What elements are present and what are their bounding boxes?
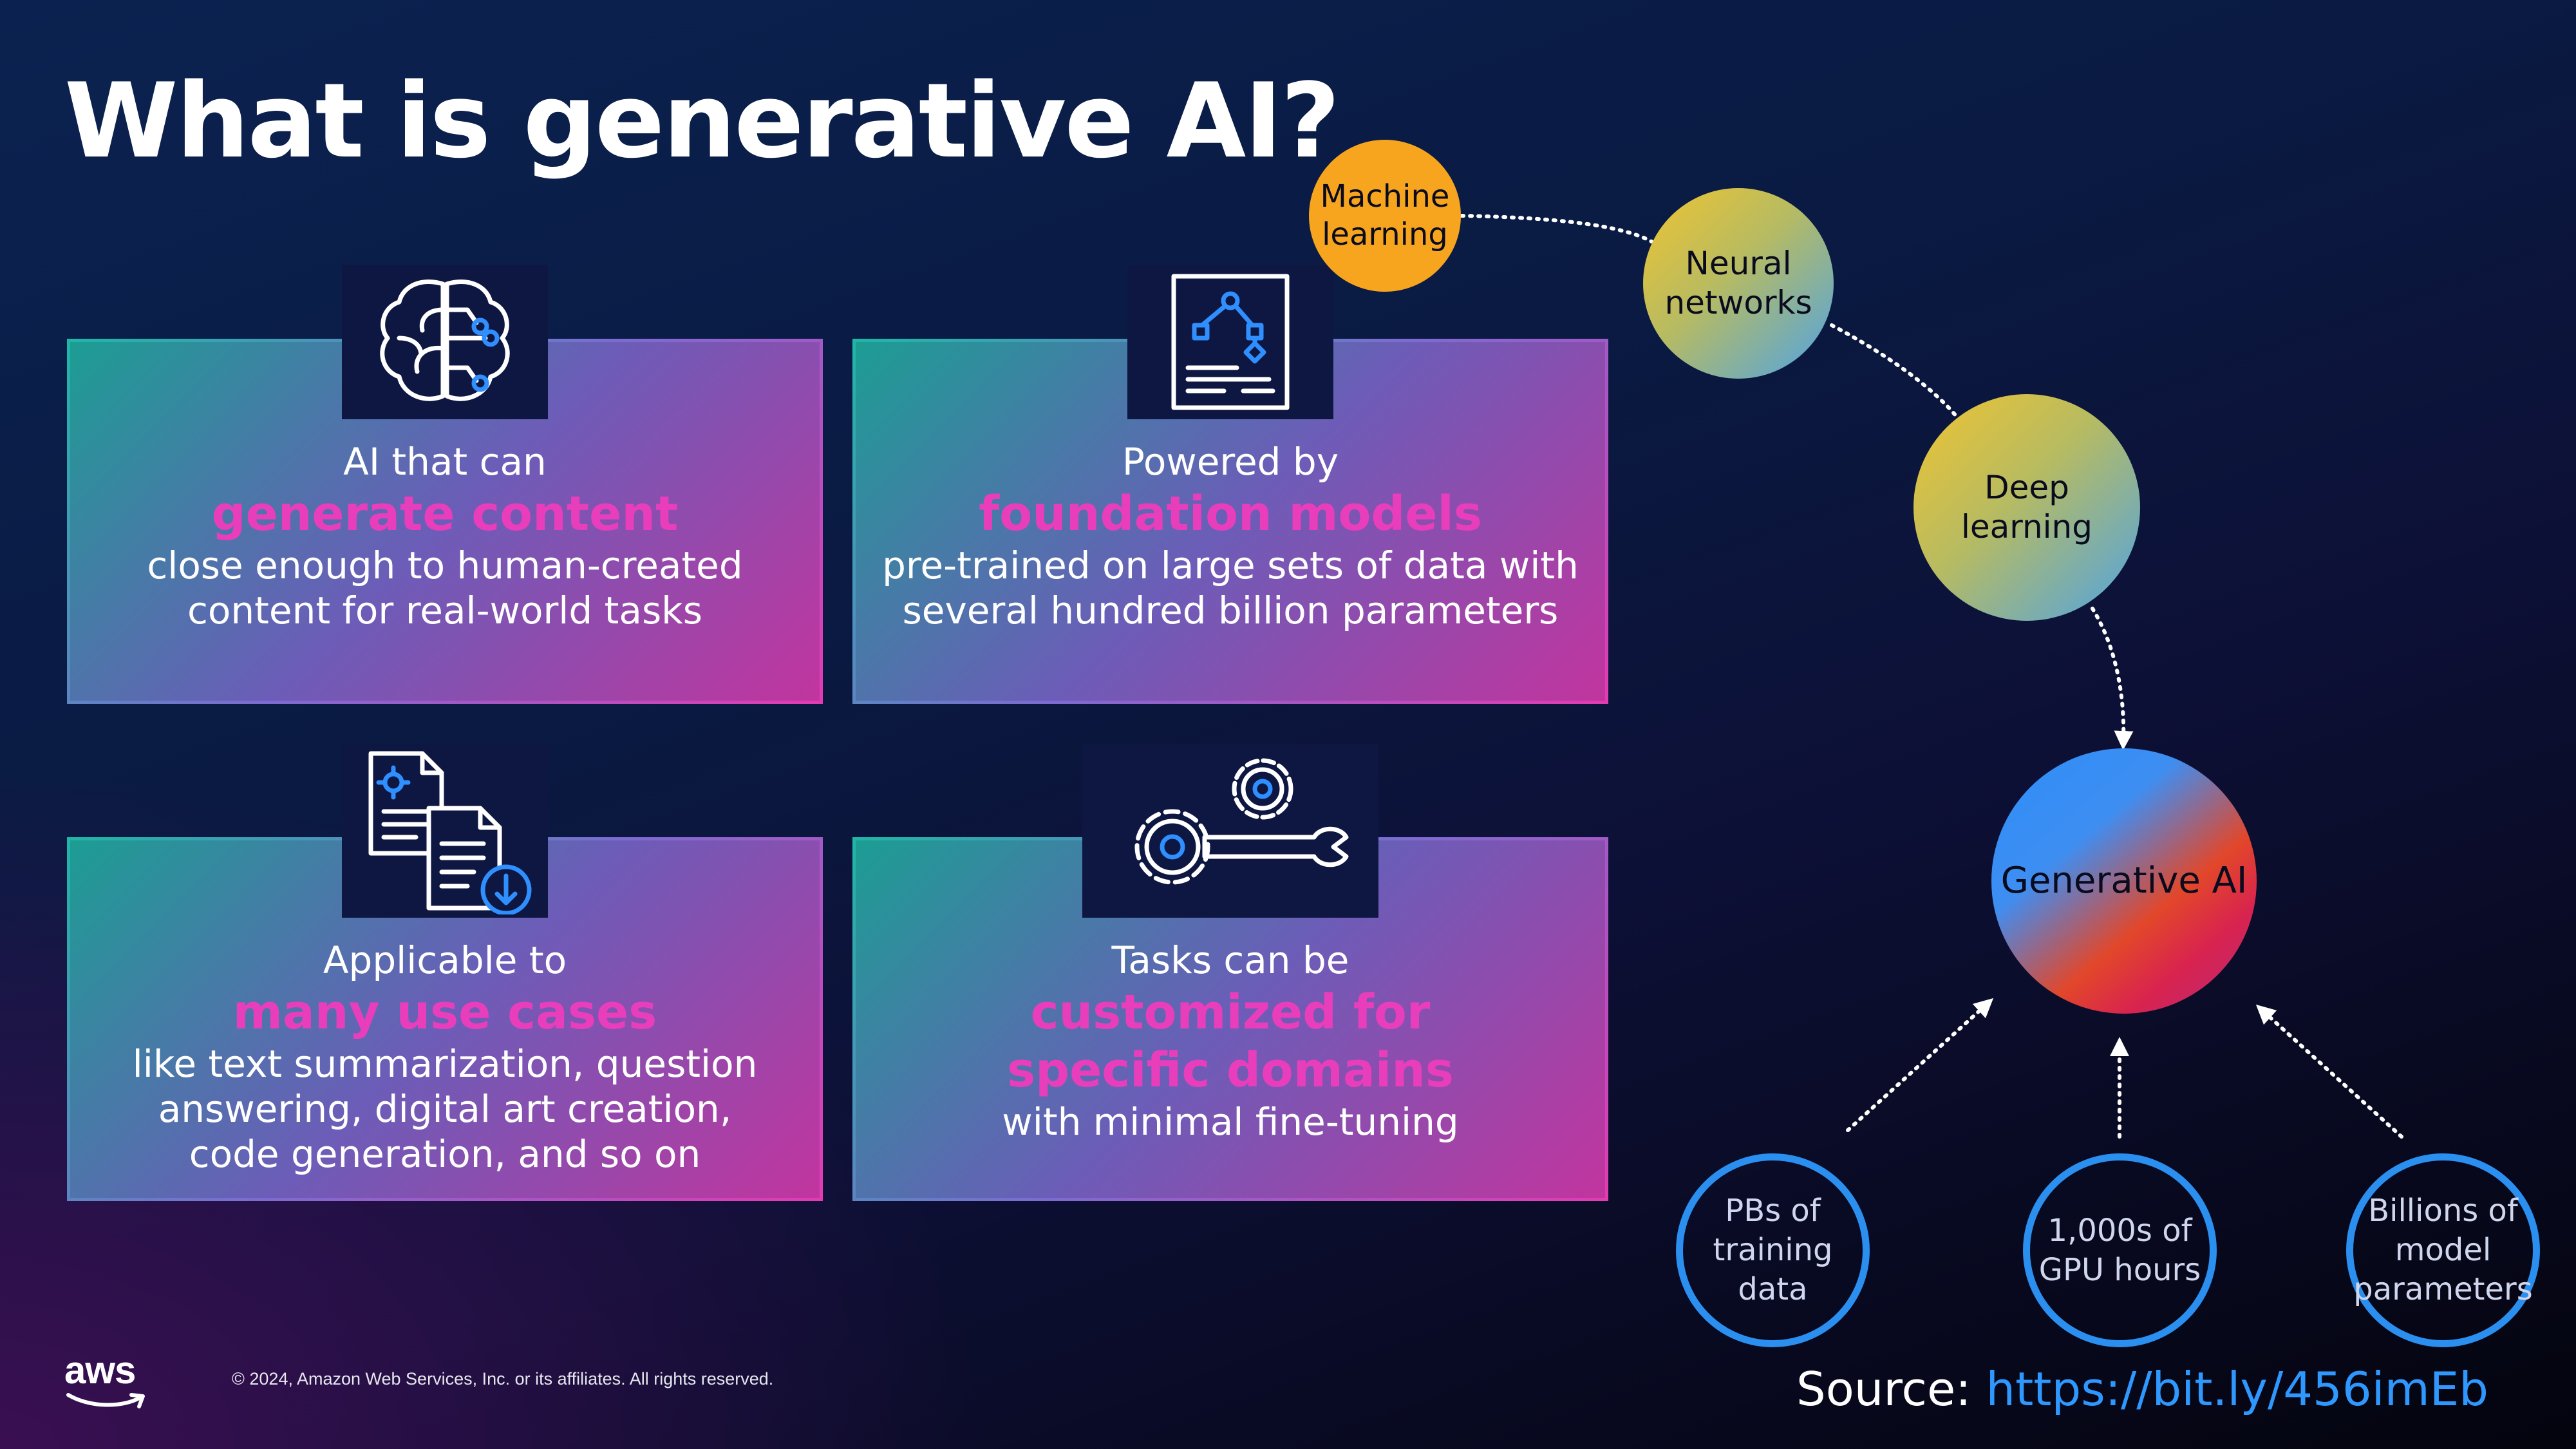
card-foundation-models: Powered by foundation models pre-trained… bbox=[852, 265, 1608, 704]
bubble-label: learning bbox=[1322, 216, 1448, 252]
gears-wrench-icon bbox=[1082, 744, 1378, 918]
input-label: 1,000s of bbox=[2047, 1212, 2192, 1249]
card-highlight: many use cases bbox=[232, 985, 657, 1040]
card-intro: Powered by bbox=[1122, 440, 1339, 484]
input-label: data bbox=[1738, 1271, 1808, 1307]
card-description-line: content for real-world tasks bbox=[187, 589, 702, 632]
connector-dl-to-genai bbox=[2091, 607, 2134, 750]
card-intro: Applicable to bbox=[323, 938, 567, 982]
card-highlight: generate content bbox=[211, 486, 679, 542]
brain-circuit-icon bbox=[342, 265, 548, 419]
card-description-line: with minimal fine-tuning bbox=[1002, 1100, 1459, 1144]
card-description-line: pre-trained on large sets of data with bbox=[882, 544, 1579, 587]
copyright-text: © 2024, Amazon Web Services, Inc. or its… bbox=[232, 1369, 774, 1388]
bubble-label: networks bbox=[1664, 284, 1812, 321]
source-label: Source: bbox=[1796, 1362, 1971, 1416]
card-description-line: several hundred billion parameters bbox=[902, 589, 1559, 632]
card-intro: AI that can bbox=[343, 440, 547, 484]
card-description-line: like text summarization, question bbox=[132, 1042, 758, 1086]
card-customized-domains: Tasks can be customized for specific dom… bbox=[852, 744, 1608, 1201]
aws-logo-text: aws bbox=[64, 1349, 136, 1392]
page-title: What is generative AI? bbox=[64, 61, 1340, 181]
aws-logo: aws bbox=[64, 1349, 148, 1408]
input-label: training bbox=[1713, 1232, 1833, 1269]
card-description-line: answering, digital art creation, bbox=[158, 1087, 732, 1131]
bubble-label: Generative AI bbox=[2000, 859, 2248, 902]
input-label: parameters bbox=[2353, 1271, 2533, 1307]
card-highlight: customized for bbox=[1030, 985, 1431, 1040]
source-citation: Source: https://bit.ly/456imEb bbox=[1796, 1362, 2488, 1416]
card-highlight: specific domains bbox=[1007, 1043, 1454, 1098]
card-highlight: foundation models bbox=[979, 486, 1482, 542]
card-use-cases: Applicable to many use cases like text s… bbox=[67, 744, 823, 1201]
model-document-icon bbox=[1127, 265, 1333, 419]
card-intro: Tasks can be bbox=[1111, 938, 1349, 982]
bubble-label: Neural bbox=[1685, 245, 1792, 282]
input-label: model bbox=[2394, 1232, 2492, 1269]
input-label: Billions of bbox=[2368, 1193, 2518, 1229]
bubble-label: learning bbox=[1961, 508, 2092, 545]
connector-data-to-genai bbox=[1846, 998, 1994, 1132]
input-label: GPU hours bbox=[2038, 1251, 2201, 1288]
input-label: PBs of bbox=[1725, 1193, 1821, 1229]
card-generate-content: AI that can generate content close enoug… bbox=[67, 265, 823, 704]
card-description-line: close enough to human-created bbox=[147, 544, 743, 587]
documents-download-icon bbox=[342, 744, 548, 918]
bubble-label: Deep bbox=[1984, 469, 2069, 506]
source-link[interactable]: https://bit.ly/456imEb bbox=[1986, 1362, 2488, 1416]
bubble-generative-ai: Generative AI bbox=[1991, 748, 2257, 1014]
connector-ml-to-nn bbox=[1460, 214, 1653, 243]
aws-smile-icon bbox=[66, 1393, 145, 1408]
bubble-label: Machine bbox=[1320, 178, 1450, 215]
card-description-line: code generation, and so on bbox=[189, 1132, 701, 1176]
connector-nn-to-dl bbox=[1830, 323, 1959, 419]
connector-params-to-genai bbox=[2255, 1004, 2403, 1139]
